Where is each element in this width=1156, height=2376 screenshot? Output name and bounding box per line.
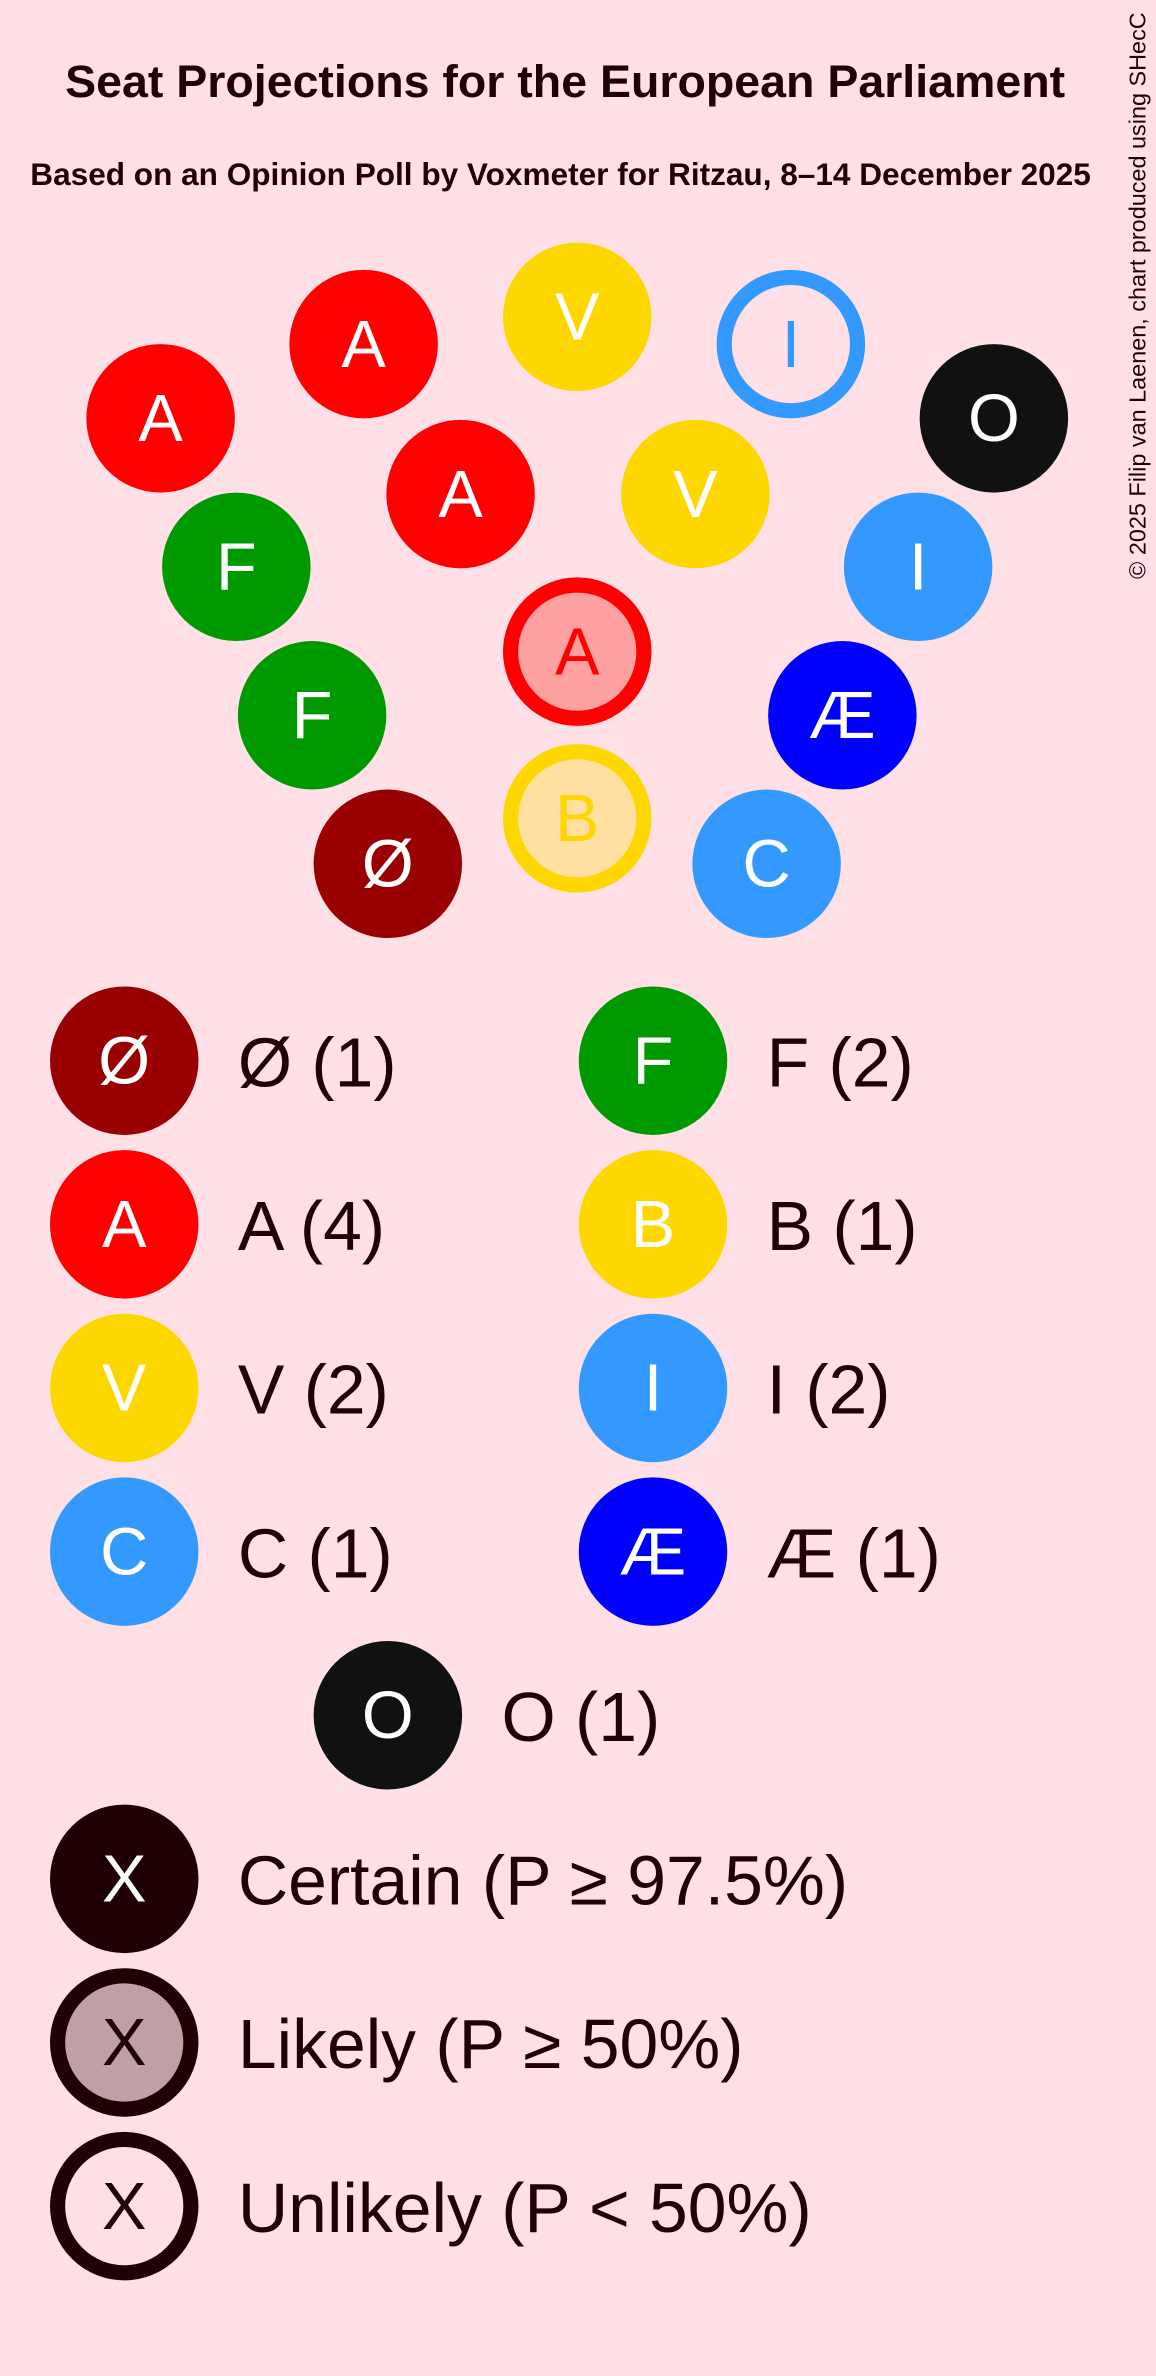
seat-circle <box>621 419 770 569</box>
legend-status-label: Likely (P ≥ 50%) <box>238 2005 744 2083</box>
seat-circle <box>578 1477 728 1626</box>
seat-letter: A <box>341 308 386 382</box>
seat: C <box>692 789 841 939</box>
seat-circle <box>503 242 652 392</box>
seat-letter: O <box>362 1679 414 1753</box>
seat-letter: Æ <box>620 1515 687 1589</box>
seat-letter: F <box>292 679 333 753</box>
legend-item-I: I I (2) <box>578 1313 891 1463</box>
legend-label: Ø (1) <box>238 1023 397 1101</box>
seat: V <box>621 419 770 569</box>
seat-circle <box>313 1641 463 1790</box>
seat: Æ <box>768 641 917 790</box>
seat-letter: F <box>633 1024 674 1098</box>
seat-circle <box>843 492 993 642</box>
seat-circle <box>578 1150 728 1299</box>
seat: A <box>503 577 652 726</box>
copyright: © 2025 Filip van Laenen, chart produced … <box>1124 12 1150 579</box>
seat-letter: F <box>216 531 257 605</box>
legend-item-B: B B (1) <box>578 1150 918 1299</box>
seat-circle <box>386 419 535 569</box>
seat: F <box>237 641 387 790</box>
legend-item-Æ: Æ Æ (1) <box>578 1477 941 1626</box>
seat-circle <box>289 269 438 419</box>
legend-item-C: C C (1) <box>49 1477 393 1626</box>
legend-label: Æ (1) <box>767 1514 941 1592</box>
seat-letter: I <box>782 308 801 382</box>
seat-circle <box>49 1150 199 1299</box>
seat: A <box>386 419 535 569</box>
seat-circle <box>49 1477 199 1626</box>
seat-letter: Ø <box>98 1024 150 1098</box>
legend-item-Ø: Ø Ø (1) <box>49 986 397 1135</box>
seat-letter: X <box>102 1843 146 1917</box>
legend-item-O: O O (1) <box>313 1641 660 1790</box>
legend-item-F: F F (2) <box>578 986 914 1135</box>
seat-letter: I <box>644 1352 663 1426</box>
seat-circle <box>716 269 866 419</box>
seat-letter: C <box>743 828 791 902</box>
seat-letter: X <box>102 2006 146 2080</box>
legend-label: B (1) <box>767 1187 918 1265</box>
legend-status-unlikely: X Unlikely (P < 50%) <box>49 2131 812 2281</box>
seat-circle <box>503 577 652 726</box>
legend-label: O (1) <box>501 1678 660 1756</box>
seat-letter: V <box>673 458 718 532</box>
seat-circle <box>49 2131 199 2281</box>
seat: V <box>503 242 652 392</box>
seat-circle <box>692 789 841 939</box>
seat-letter: A <box>138 382 183 456</box>
seat-circle <box>49 986 199 1135</box>
seat: A <box>86 344 235 493</box>
seat: A <box>289 269 438 419</box>
legend-label: F (2) <box>767 1023 914 1101</box>
seat-circle <box>49 1804 199 1954</box>
legend-status-certain: X Certain (P ≥ 97.5%) <box>49 1804 848 1954</box>
chart-title: Seat Projections for the European Parlia… <box>65 56 1065 107</box>
chart-subtitle: Based on an Opinion Poll by Voxmeter for… <box>30 156 1091 192</box>
seat-letter: X <box>102 2170 146 2244</box>
seat-letter: A <box>102 1188 147 1262</box>
seat-circle <box>237 641 387 790</box>
seat-circle <box>768 641 917 790</box>
seat: F <box>162 492 311 642</box>
legend-status-likely: X Likely (P ≥ 50%) <box>49 1968 744 2117</box>
legend: Ø Ø (1) F F (2) A A (4) B B (1) V V (2) I I (2) C C (… <box>49 986 941 2281</box>
seat-circle <box>162 492 311 642</box>
legend-status-label: Certain (P ≥ 97.5%) <box>238 1842 848 1920</box>
seat-circle <box>49 1313 199 1463</box>
seat: I <box>843 492 993 642</box>
seat-letter: A <box>555 615 600 689</box>
seat-circle <box>578 1313 728 1463</box>
legend-item-A: A A (4) <box>49 1150 385 1299</box>
legend-label: I (2) <box>767 1351 891 1429</box>
seat-circle <box>86 344 235 493</box>
legend-status-label: Unlikely (P < 50%) <box>238 2169 812 2247</box>
seat-circle <box>313 789 463 939</box>
seat: I <box>716 269 866 419</box>
seat: Ø <box>313 789 463 939</box>
seat-circle <box>578 986 728 1135</box>
seat-circle <box>503 744 652 893</box>
seat-letter: O <box>968 382 1020 456</box>
legend-label: A (4) <box>238 1187 385 1265</box>
seat-letter: A <box>438 458 483 532</box>
seats: A V I A O A V F I A F Æ B Ø C <box>86 242 1069 939</box>
seat-letter: V <box>555 281 600 355</box>
seat-circle <box>919 344 1069 493</box>
seat-letter: Æ <box>809 679 876 753</box>
seat-letter: C <box>100 1515 148 1589</box>
legend-item-V: V V (2) <box>49 1313 389 1463</box>
seat-letter: B <box>631 1188 675 1262</box>
seat-letter: B <box>555 782 599 856</box>
seat: B <box>503 744 652 893</box>
seat-circle <box>49 1968 199 2117</box>
legend-label: C (1) <box>238 1514 393 1592</box>
seat-letter: Ø <box>362 828 414 902</box>
seat-letter: I <box>909 531 928 605</box>
seat-letter: V <box>102 1352 147 1426</box>
legend-label: V (2) <box>238 1351 389 1429</box>
seat: O <box>919 344 1069 493</box>
